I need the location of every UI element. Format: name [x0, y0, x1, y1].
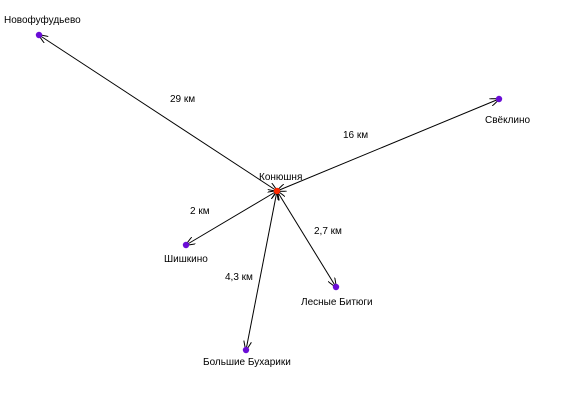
distance-novofufudyevo: 29 км: [170, 94, 196, 105]
node-svyoklino: [495, 95, 503, 103]
label-bolshie-bukhariki: Большие Бухарики: [203, 357, 291, 368]
route-novofufudyevo: [39, 35, 277, 191]
node-shishkino: [182, 241, 190, 249]
route-lesnye-bitogi: [277, 191, 336, 287]
distance-svyoklino: 16 км: [343, 130, 369, 141]
distance-bolshie-bukhariki: 4,3 км: [225, 272, 253, 283]
node-center: [273, 187, 281, 195]
label-novofufudyevo: Новофуфудьево: [4, 15, 81, 26]
label-center: Конюшня: [259, 172, 303, 183]
route-svyoklino: [277, 99, 499, 191]
node-lesnye-bitogi: [332, 283, 340, 291]
label-shishkino: Шишкино: [164, 254, 208, 265]
label-lesnye-bitogi: Лесные Битюги: [301, 297, 373, 308]
label-svyoklino: Свёклино: [485, 115, 531, 126]
distance-shishkino: 2 км: [190, 206, 210, 217]
distance-lesnye-bitogi: 2,7 км: [314, 226, 342, 237]
node-novofufudyevo: [35, 31, 43, 39]
node-bolshie-bukhariki: [242, 346, 250, 354]
route-shishkino: [186, 191, 277, 245]
route-bolshie-bukhariki: [246, 191, 277, 350]
